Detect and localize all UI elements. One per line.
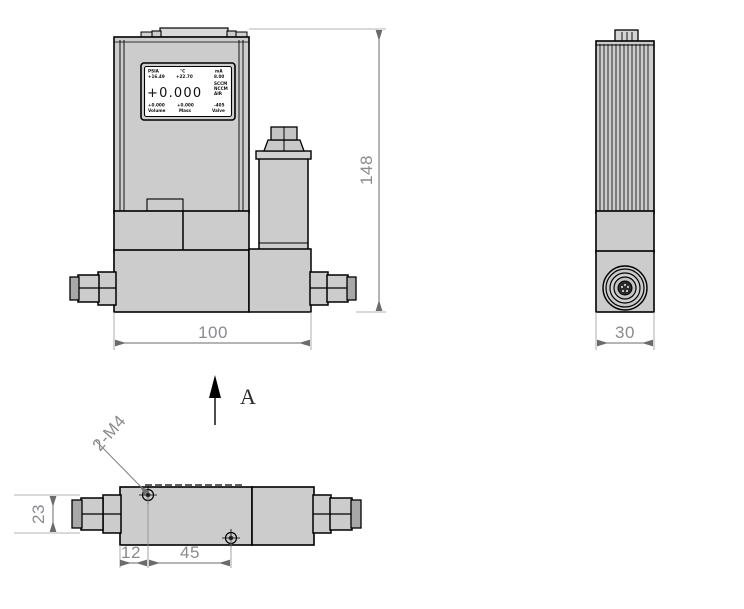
front-right-fitting — [309, 271, 357, 306]
view-letter-a: A — [240, 384, 256, 409]
thread-callout-label: 2-M4 — [89, 411, 130, 454]
lcd-display: PSIA +16.49 °C +22.70 mA 8.00 +0.000 SCC… — [140, 62, 236, 121]
thread-callout-2-m4: 2-M4 — [89, 411, 149, 495]
lcd-unit-stack-2: NCCM — [214, 86, 228, 91]
dimension-label-12: 12 — [121, 543, 141, 562]
lcd-top-unit-2: °C — [180, 69, 185, 74]
dimension-front-height: 148 — [249, 28, 386, 313]
dimension-label-45: 45 — [180, 543, 200, 562]
dimension-label-100: 100 — [198, 323, 228, 342]
lcd-bottom-value-1: +0.000 — [148, 103, 165, 108]
dimension-label-23: 23 — [29, 504, 48, 524]
front-mid-body — [113, 210, 250, 253]
front-view: PSIA +16.49 °C +22.70 mA 8.00 +0.000 SCC… — [69, 27, 386, 350]
lcd-top-value-2: +22.70 — [176, 74, 193, 79]
side-lower-body — [595, 250, 655, 313]
dimension-side-depth: 30 — [595, 312, 655, 350]
side-finned-enclosure — [595, 40, 655, 214]
lcd-bottom-label-3: Valve — [212, 108, 225, 113]
lcd-top-value-3: 8.00 — [214, 74, 224, 79]
front-valve-assembly — [248, 126, 312, 313]
bottom-body-plate — [119, 484, 315, 546]
front-flow-body — [113, 249, 250, 313]
bottom-view: 2-M4 23 12 45 — [14, 411, 362, 568]
lcd-top-unit-1: PSIA — [148, 69, 160, 74]
view-direction-arrow: A — [209, 375, 256, 425]
lcd-row-top: PSIA +16.49 °C +22.70 mA 8.00 — [148, 69, 224, 80]
lcd-unit-stack-3: AIR — [214, 91, 223, 96]
side-circular-fitting — [602, 265, 648, 311]
lcd-top-value-1: +16.49 — [148, 74, 165, 79]
dimension-label-30: 30 — [615, 323, 635, 342]
dimension-label-148: 148 — [357, 155, 376, 185]
lcd-bottom-value-3: -405 — [214, 103, 225, 108]
front-top-connector — [140, 27, 248, 39]
front-left-fitting — [69, 271, 117, 306]
side-mid-body — [595, 210, 655, 253]
side-view: 30 — [595, 29, 655, 350]
dimension-bottom-hole-spacing: 45 — [149, 543, 230, 567]
lcd-bottom-value-2: +0.000 — [177, 103, 194, 108]
dimension-front-width: 100 — [113, 312, 312, 350]
lcd-row-bottom: +0.000 Volume +0.000 Mass -405 Valve — [148, 103, 225, 114]
bottom-left-fitting — [71, 494, 122, 534]
bottom-right-fitting — [312, 494, 362, 534]
dimension-bottom-depth: 23 — [14, 494, 80, 534]
lcd-unit-stack-1: SCCM — [214, 81, 227, 86]
lcd-top-unit-3: mA — [215, 69, 223, 74]
lcd-bottom-label-1: Volume — [148, 108, 166, 113]
lcd-unit-stack: SCCM NCCM AIR — [214, 81, 228, 96]
lcd-main-value: +0.000 — [147, 86, 202, 101]
dimension-bottom-edge-to-hole: 12 — [120, 543, 147, 567]
lcd-bottom-label-2: Mass — [179, 108, 191, 113]
